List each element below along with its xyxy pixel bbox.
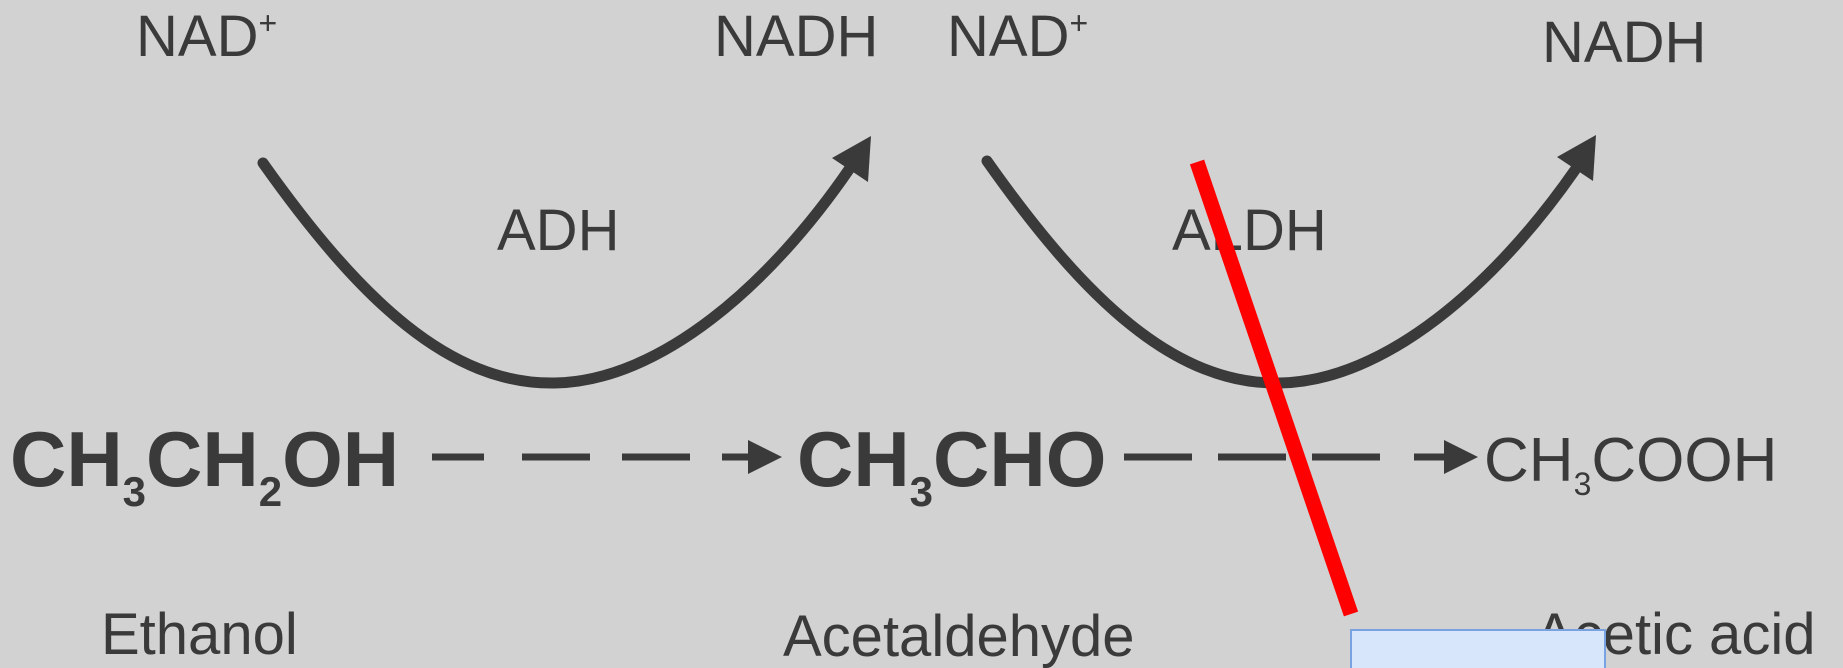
cofactor-nadh-right: NADH bbox=[1542, 10, 1707, 75]
adh-curved-arrowhead bbox=[832, 136, 871, 182]
aldh-curved-arrow bbox=[981, 155, 1581, 389]
formula-ethanol-subscript: 2 bbox=[258, 468, 283, 515]
formula-acetaldehyde: CH3CHO bbox=[797, 420, 1106, 513]
formula-acetaldehyde-subscript: 3 bbox=[909, 468, 934, 515]
formula-acetic-acid-part: CH bbox=[1484, 426, 1574, 495]
cofactor-nad-right-charge: + bbox=[1069, 5, 1089, 41]
formula-acetaldehyde-part: CH bbox=[797, 415, 910, 503]
formula-ethanol-part: OH bbox=[282, 415, 400, 503]
formula-ethanol-subscript: 3 bbox=[122, 468, 147, 515]
formula-ethanol-part: CH bbox=[10, 415, 123, 503]
reaction-arrow-1 bbox=[432, 440, 782, 474]
formula-ethanol: CH3CH2OH bbox=[10, 420, 399, 513]
formula-acetaldehyde-part: CHO bbox=[933, 415, 1107, 503]
cofactor-nadh-left: NADH bbox=[714, 4, 879, 69]
adh-curved-arrow bbox=[257, 157, 856, 389]
formula-ethanol-part: CH bbox=[146, 415, 259, 503]
formula-acetic-acid: CH3COOH bbox=[1484, 430, 1777, 501]
cofactor-nad-right-base: NAD bbox=[947, 4, 1070, 69]
compound-name-ethanol: Ethanol bbox=[101, 602, 298, 667]
reaction-arrow-2 bbox=[1124, 440, 1478, 474]
aldh-curved-arrowhead bbox=[1557, 135, 1596, 181]
annotation-highlight-box[interactable] bbox=[1350, 629, 1606, 668]
cofactor-nad-left-charge: + bbox=[258, 5, 278, 41]
cofactor-nad-left-base: NAD bbox=[136, 4, 259, 69]
formula-acetic-acid-subscript: 3 bbox=[1573, 466, 1592, 502]
enzyme-adh-label: ADH bbox=[497, 198, 620, 263]
cofactor-nad-left: NAD+ bbox=[136, 5, 278, 66]
formula-acetic-acid-part: COOH bbox=[1591, 426, 1778, 495]
cofactor-nad-right: NAD+ bbox=[947, 5, 1089, 66]
compound-name-acetaldehyde: Acetaldehyde bbox=[783, 604, 1135, 668]
